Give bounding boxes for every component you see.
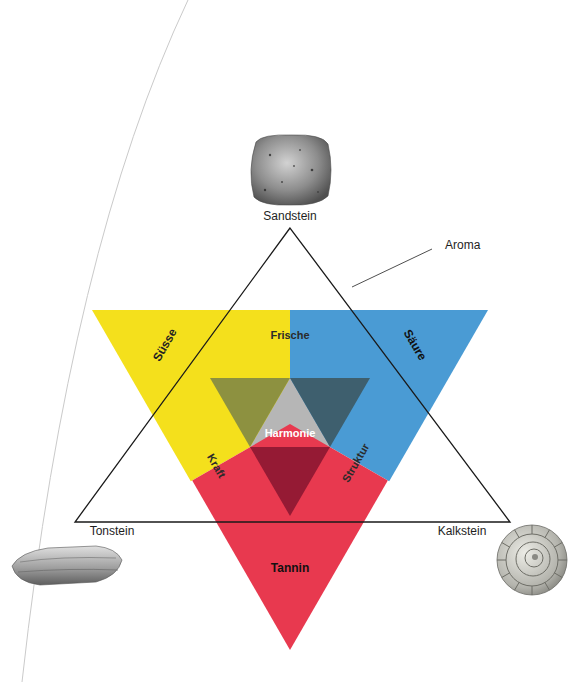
tannin-triangle-fill xyxy=(192,424,388,650)
mix-triangle xyxy=(290,378,370,447)
ammonite-picture xyxy=(497,525,567,595)
overlap-label: Kraft xyxy=(204,452,228,481)
claystone-picture xyxy=(12,546,122,585)
overlap-label: Frische xyxy=(270,329,309,342)
overlap-label: Struktur xyxy=(340,441,373,485)
callout-label: Aroma xyxy=(445,238,480,252)
leader-line xyxy=(352,249,432,287)
triangle-label: Tannin xyxy=(271,561,309,575)
mix-triangle xyxy=(210,378,290,447)
rock-label: Tonstein xyxy=(90,524,135,538)
sandstone-picture xyxy=(251,135,331,205)
mix-triangle xyxy=(250,447,330,516)
rock-triangle-outline xyxy=(75,228,510,522)
triangle-label: Harmonie xyxy=(265,427,316,440)
rock-label: Sandstein xyxy=(263,209,316,223)
rock-label: Kalkstein xyxy=(438,524,487,538)
